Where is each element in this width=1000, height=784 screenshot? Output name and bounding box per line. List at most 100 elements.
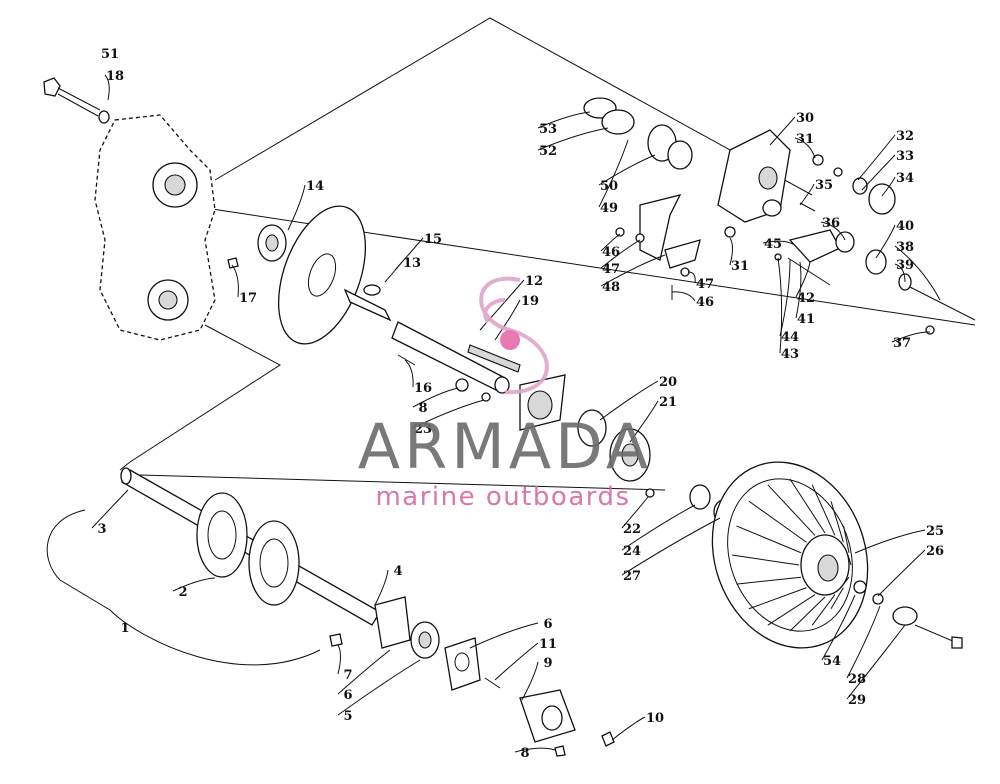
callout-label-41: 41 [797, 312, 815, 327]
watermark-tagline: marine outboards [375, 482, 630, 512]
callout-label-25: 25 [926, 524, 944, 539]
callout-label-38: 38 [896, 240, 914, 255]
callout-leader-40 [875, 224, 896, 259]
callout-label-46b: 46 [696, 295, 714, 310]
callout-leader-12 [479, 279, 525, 331]
bolt-51 [43, 77, 110, 124]
callout-leader-22 [621, 496, 649, 529]
callout-leader-47b [687, 271, 696, 284]
clutch-fin [767, 484, 816, 536]
lower-bearing-stack [329, 596, 615, 757]
clutch-fin [811, 484, 836, 536]
callout-leader-50 [598, 154, 656, 186]
watermark-logo-icon [479, 276, 549, 395]
callout-leader-46b [671, 291, 696, 302]
callout-leader-9 [521, 661, 539, 701]
callout-leader-8a [412, 387, 459, 408]
callout-leader-7 [337, 644, 341, 675]
clutch-fin [736, 525, 802, 554]
callout-label-49: 49 [600, 201, 618, 216]
callout-leader-8b [514, 747, 556, 753]
callout-leader-17 [231, 264, 239, 298]
callout-label-12: 12 [525, 274, 543, 289]
callout-leader-6b [469, 622, 539, 649]
assembly-outline-lines [46, 17, 976, 666]
callout-label-53: 53 [539, 122, 557, 137]
clutch-fin [830, 587, 844, 609]
callout-label-37: 37 [893, 336, 911, 351]
callout-label-28: 28 [848, 672, 866, 687]
callout-label-15: 15 [424, 232, 442, 247]
callout-label-16: 16 [414, 381, 432, 396]
watermark-brand: ARMADA [358, 410, 652, 483]
callout-leader-16 [404, 359, 414, 388]
callout-leader-48 [600, 254, 666, 287]
callout-leader-49 [598, 139, 629, 208]
callout-leader-11 [494, 642, 539, 681]
callout-leader-54 [821, 594, 856, 661]
callout-leader-20 [599, 380, 659, 421]
callout-leader-19 [494, 299, 521, 341]
callout-leader-33 [861, 154, 896, 191]
callout-label-1: 1 [120, 621, 129, 636]
callout-leader-25 [854, 529, 926, 554]
callout-label-34: 34 [896, 171, 914, 186]
callout-leader-41 [795, 261, 802, 319]
callout-label-23: 23 [414, 422, 432, 437]
callout-leader-6a [337, 649, 391, 695]
callout-label-47a: 47 [602, 262, 620, 277]
callout-leader-37 [891, 331, 931, 343]
callout-leader-24 [621, 504, 696, 551]
sprocket-right [248, 520, 300, 606]
callout-leader-34 [881, 176, 896, 197]
callout-label-40: 40 [896, 219, 914, 234]
callout-label-11: 11 [539, 637, 557, 652]
brake-disc-assembly [257, 205, 392, 345]
clutch-fin [811, 594, 836, 626]
callout-leader-31a [794, 137, 816, 159]
callout-labels: 5118141513171612198232021222427321476561… [91, 47, 944, 761]
callout-label-8a: 8 [418, 401, 427, 416]
callout-label-4: 4 [393, 564, 402, 579]
callout-label-19: 19 [521, 294, 539, 309]
clutch-fin [830, 501, 844, 543]
bearing-flange-20-21 [519, 374, 735, 525]
callout-label-42: 42 [797, 291, 815, 306]
callout-leader-21 [629, 400, 659, 443]
callout-label-52: 52 [539, 144, 557, 159]
callout-label-46a: 46 [602, 245, 620, 260]
callout-leader-31b [729, 237, 733, 266]
callout-leader-26 [877, 549, 926, 597]
clutch-fin [789, 478, 826, 534]
driveshaft-12 [391, 321, 521, 394]
callout-label-31b: 31 [731, 259, 749, 274]
callout-label-43: 43 [781, 347, 799, 362]
callout-label-22: 22 [623, 522, 641, 537]
callout-label-44: 44 [781, 330, 799, 345]
callout-label-24: 24 [623, 544, 641, 559]
callout-label-17: 17 [239, 291, 257, 306]
callout-leader-39 [894, 263, 906, 283]
callout-label-32: 32 [896, 129, 914, 144]
callout-leader-35 [799, 183, 815, 206]
callout-leader-13 [384, 261, 403, 283]
callout-leader-4 [374, 569, 389, 606]
driven-clutch-25 [711, 461, 963, 649]
callout-leader-47a [600, 239, 641, 269]
callout-label-9: 9 [543, 656, 552, 671]
callout-label-13: 13 [403, 256, 421, 271]
callout-leader-46a [600, 233, 621, 252]
callout-label-20: 20 [659, 375, 677, 390]
callout-leader-36 [820, 221, 846, 241]
callout-label-54: 54 [823, 654, 841, 669]
callout-leader-38 [894, 245, 941, 301]
callout-leader-30 [769, 116, 796, 146]
clutch-fin [731, 554, 800, 566]
clutch-fin [748, 500, 807, 543]
callout-leader-28 [846, 605, 881, 679]
callout-leader-18 [104, 74, 110, 101]
clutch-fin [843, 525, 850, 553]
callout-leader-45 [762, 240, 796, 246]
small-hardware [227, 257, 655, 498]
